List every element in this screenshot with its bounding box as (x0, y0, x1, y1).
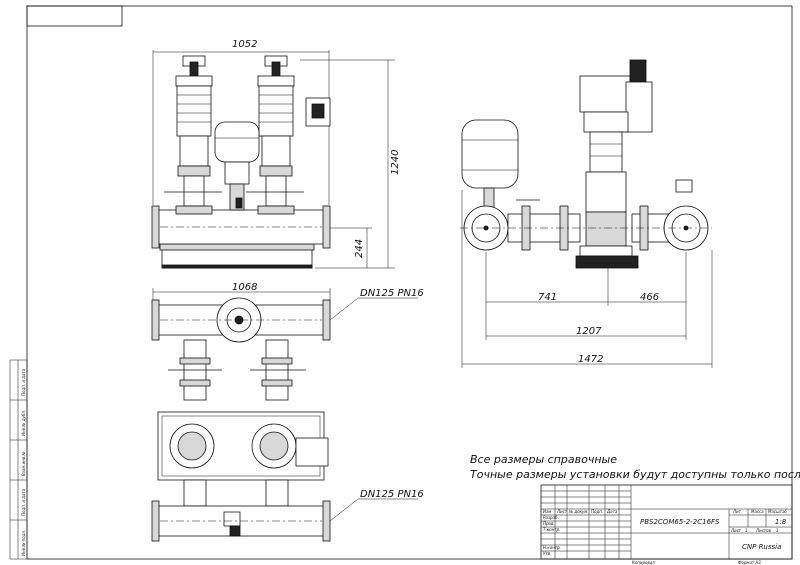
note-line-1: Все размеры справочные (470, 453, 617, 466)
side-stamp-4: Подп. и дата (21, 488, 26, 516)
tb-row-doc: № докум. (568, 509, 589, 514)
top-view: 1068 DN125 PN16 (151, 282, 424, 542)
callout-lower-pipe: DN125 PN16 (360, 489, 424, 500)
front-view: 1052 1240 244 (151, 39, 401, 269)
tb-row-date: Дата (606, 509, 618, 514)
dim-front-width: 1052 (232, 39, 257, 50)
side-stamp-2: Инв.№ дубл. (21, 410, 26, 436)
front-pump-2 (246, 55, 331, 215)
tb-scale-value: 1:8 (775, 518, 787, 526)
title-block: Изм Лист № докум. Подп. Дата Разраб. Про… (540, 484, 793, 560)
tb-col-mass: Масса (751, 509, 764, 514)
tb-row-sign: Подп. (591, 509, 603, 514)
front-pump-1 (164, 55, 222, 215)
tb-company: CNP Russia (742, 543, 781, 551)
tb-row-utv: Утв. (543, 551, 551, 556)
dim-front-height: 1240 (390, 150, 401, 175)
side-stamp-1: Подп. и дата (21, 368, 26, 396)
tb-row-nkontr: Н.контр. (543, 545, 561, 550)
tb-col-scale: Масштаб (768, 509, 788, 514)
tb-format: Формат A3 (738, 560, 761, 565)
sheet-frame (26, 5, 793, 560)
front-tank (214, 121, 260, 211)
dim-side-total-flange: 1207 (576, 326, 602, 337)
side-stamp-5: Инв.№ подл. (21, 530, 26, 556)
tb-row-tkontr: Т.контр. (543, 527, 560, 532)
dim-side-right: 466 (640, 292, 659, 303)
note-line-2: Точные размеры установки будут доступны … (470, 468, 800, 481)
side-stamp-3: Взам.инв.№ (21, 451, 26, 476)
tb-sheets-label: Листов (755, 528, 772, 533)
corner-stamp (26, 5, 123, 27)
dim-side-left: 741 (538, 292, 557, 303)
tb-row-list: Лист (556, 509, 568, 514)
tb-row-izm: Изм (543, 509, 551, 514)
tb-row-razrab: Разраб. (543, 515, 559, 520)
tb-copied: Копировал (632, 560, 655, 565)
tb-col-lit: Лит (732, 509, 742, 514)
side-stamp: Подп. и дата Инв.№ дубл. Взам.инв.№ Подп… (9, 359, 28, 560)
tb-row-prov: Пров. (543, 521, 555, 526)
side-view: 741 466 1207 1472 (460, 59, 713, 368)
dim-front-base: 244 (354, 239, 365, 258)
tb-sheets-value: 1 (776, 528, 779, 533)
tb-designation: PBS2COM65-2-2C16FS (640, 518, 720, 526)
callout-upper-pipe: DN125 PN16 (360, 288, 424, 299)
tb-sheet-label: Лист (730, 528, 742, 533)
dim-side-total: 1472 (578, 354, 603, 365)
dim-top-width: 1068 (232, 282, 257, 293)
tb-sheet-value: 1 (745, 528, 748, 533)
